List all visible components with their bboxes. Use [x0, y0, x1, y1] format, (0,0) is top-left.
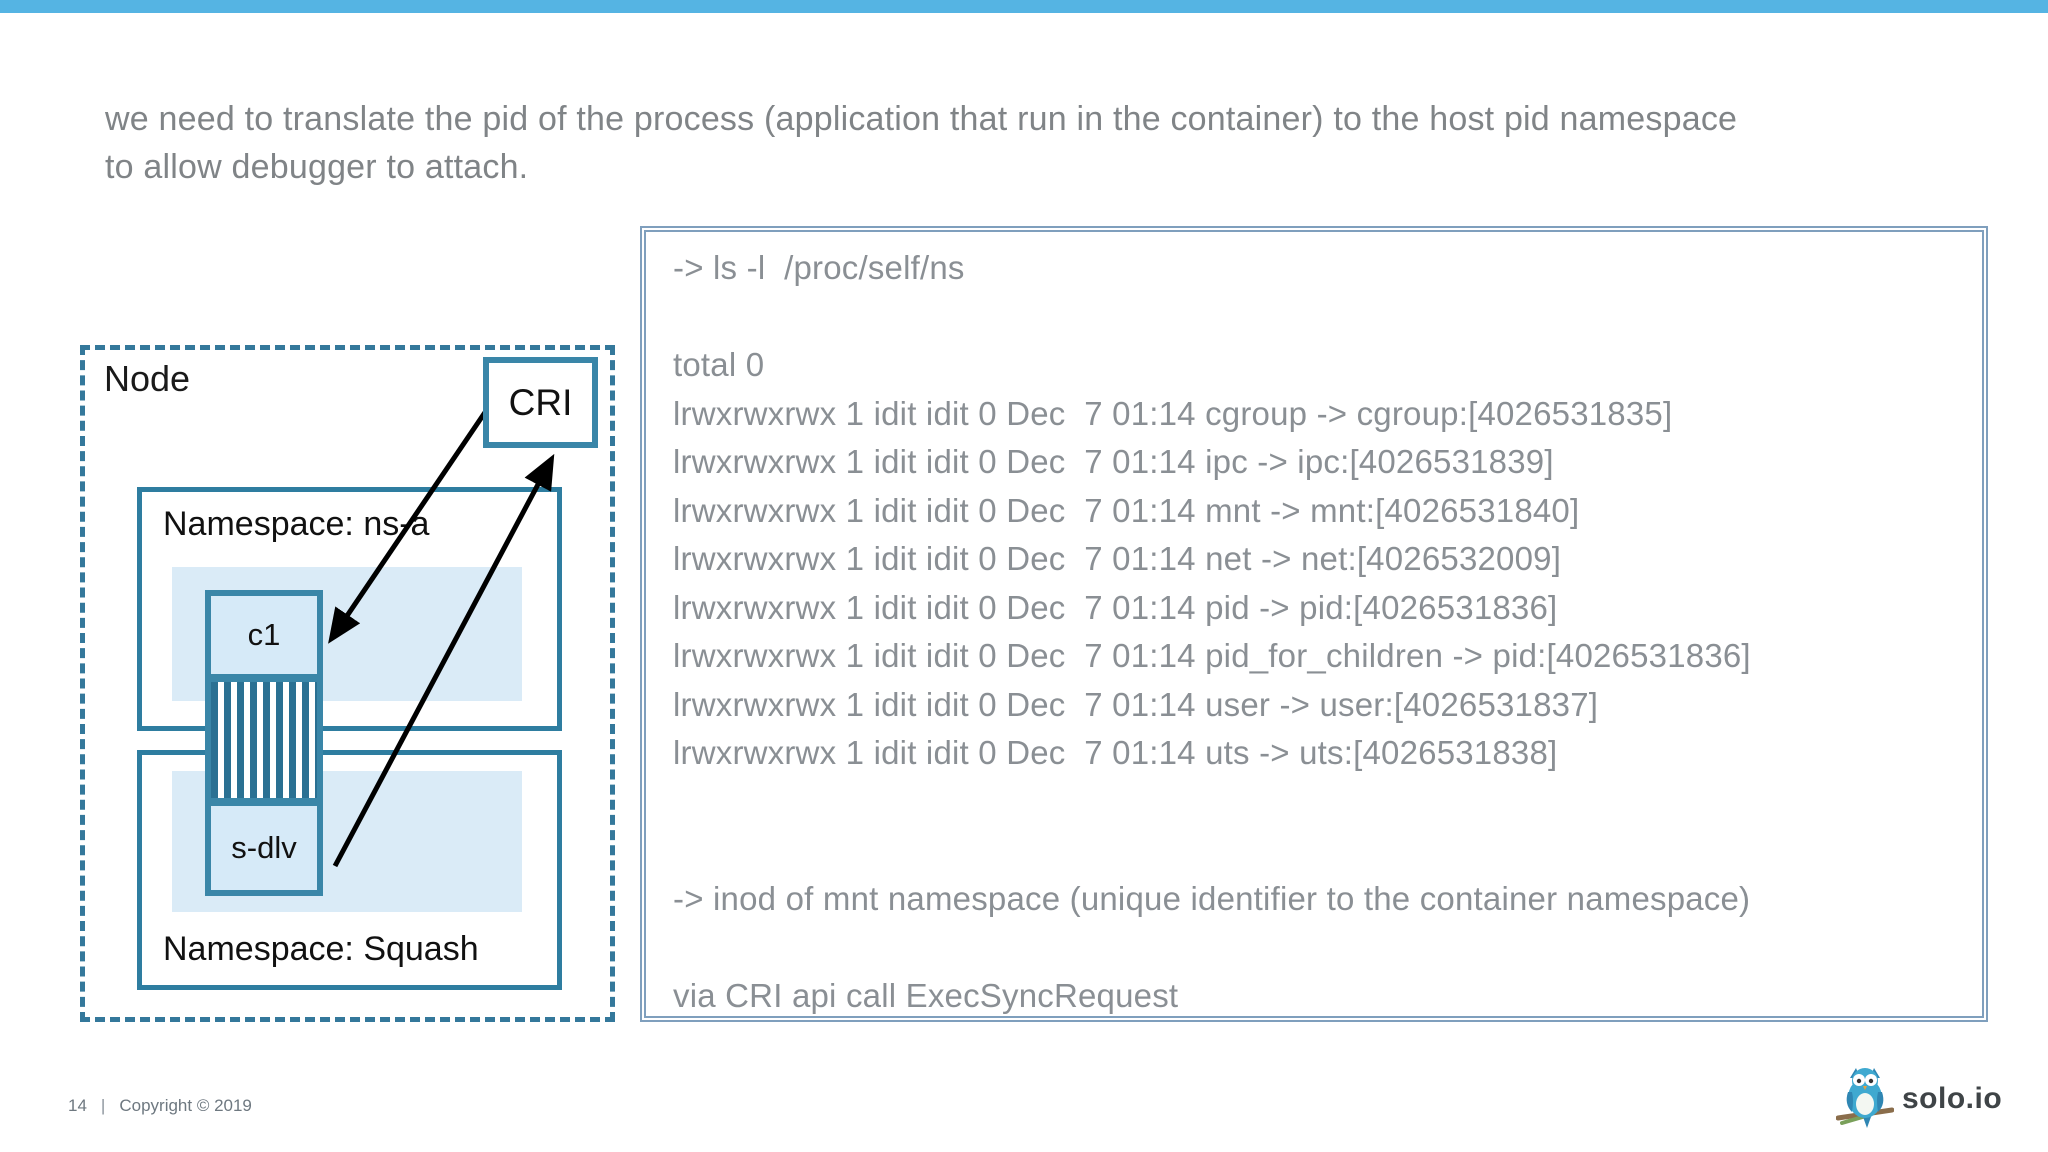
terminal-line [673, 293, 1972, 342]
terminal-line: lrwxrwxrwx 1 idit idit 0 Dec 7 01:14 mnt… [673, 491, 1580, 529]
terminal-line [673, 778, 1972, 827]
cri-box: CRI [483, 357, 598, 448]
terminal-line: total 0 [673, 346, 765, 383]
footer-copyright: Copyright © 2019 [119, 1096, 252, 1115]
namespace-ns-a-label: Namespace: ns-a [163, 505, 430, 543]
terminal-line: via CRI api call ExecSyncRequest [673, 976, 1179, 1014]
slide-title: we need to translate the pid of the proc… [105, 95, 1985, 191]
terminal-line [673, 923, 1972, 972]
terminal-line: -> inod of mnt namespace (unique identif… [673, 879, 1751, 917]
container-c1-box: c1 [205, 590, 323, 680]
terminal-line: lrwxrwxrwx 1 idit idit 0 Dec 7 01:14 use… [673, 685, 1599, 723]
sidecar-sdlv-label: s-dlv [231, 830, 297, 865]
terminal-line [673, 826, 1972, 875]
logo-text: solo.io [1902, 1082, 2003, 1115]
terminal-output-box: -> ls -l /proc/self/ns total 0 lrwxrwxrwx … [640, 226, 1988, 1022]
footer-separator: | [100, 1096, 106, 1115]
owl-icon [1836, 1068, 1894, 1128]
solo-io-logo: solo.io [1836, 1066, 2002, 1132]
namespace-squash-label: Namespace: Squash [163, 930, 479, 968]
terminal-line: -> ls -l /proc/self/ns [673, 249, 965, 286]
footer-page-number: 14 [68, 1096, 87, 1115]
terminal-line: lrwxrwxrwx 1 idit idit 0 Dec 7 01:14 pid… [673, 637, 1751, 674]
slide-title-line2: to allow debugger to attach. [105, 148, 529, 186]
terminal-line: lrwxrwxrwx 1 idit idit 0 Dec 7 01:14 net… [673, 540, 1562, 577]
container-pipe-connector [205, 676, 323, 804]
cri-label: CRI [508, 381, 573, 423]
terminal-line: lrwxrwxrwx 1 idit idit 0 Dec 7 01:14 pid… [673, 588, 1558, 626]
slide-title-line1: we need to translate the pid of the proc… [105, 100, 1738, 138]
sidecar-sdlv-box: s-dlv [205, 800, 323, 896]
container-c1-label: c1 [247, 617, 281, 652]
terminal-line: lrwxrwxrwx 1 idit idit 0 Dec 7 01:14 cgr… [673, 394, 1673, 432]
node-dashed-box [80, 345, 615, 1022]
terminal-line: lrwxrwxrwx 1 idit idit 0 Dec 7 01:14 uts… [673, 734, 1558, 771]
footer: 14 | Copyright © 2019 [68, 1096, 252, 1116]
top-accent-bar [0, 0, 2048, 13]
node-label: Node [104, 358, 191, 399]
terminal-line: lrwxrwxrwx 1 idit idit 0 Dec 7 01:14 ipc… [673, 443, 1554, 480]
